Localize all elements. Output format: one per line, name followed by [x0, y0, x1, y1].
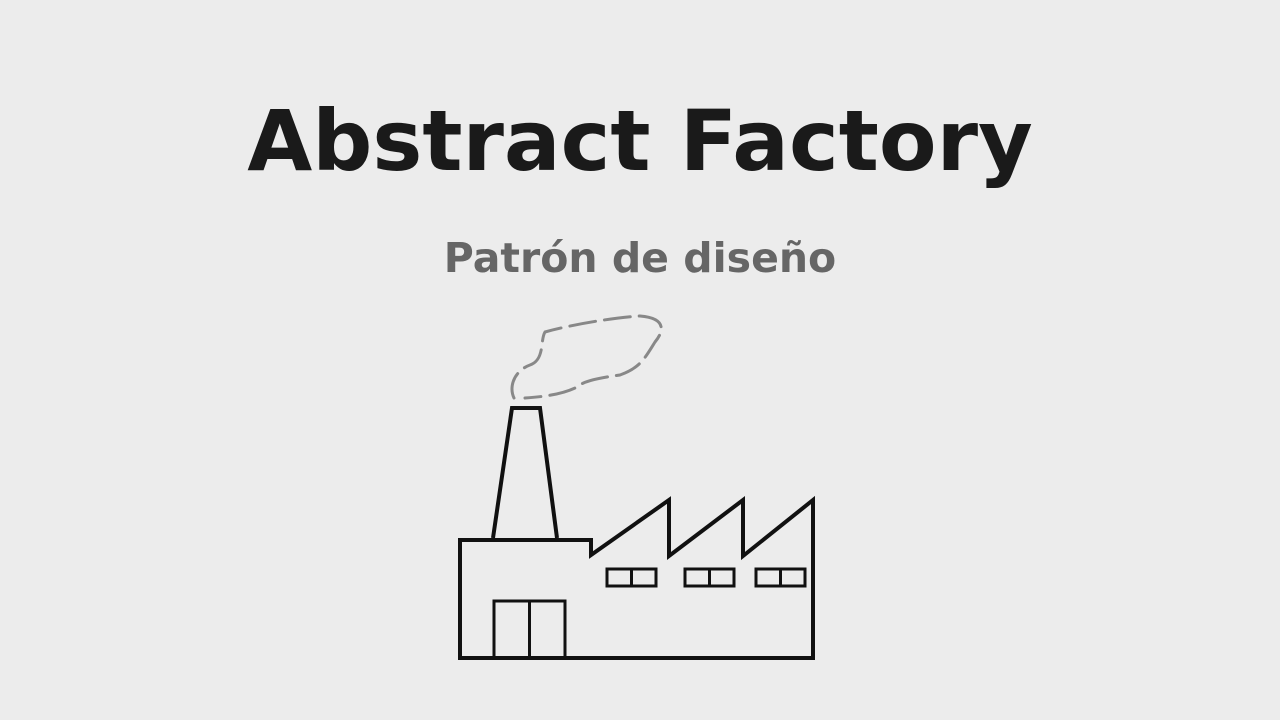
- factory-building-shape: [458, 495, 815, 660]
- smoke-icon: [510, 314, 663, 400]
- window-2: [683, 567, 736, 588]
- page-subtitle: Patrón de diseño: [443, 234, 837, 282]
- chimney-shape: [491, 406, 559, 539]
- page-title: Abstract Factory: [247, 92, 1033, 190]
- window-3: [754, 567, 807, 588]
- window-1: [605, 567, 658, 588]
